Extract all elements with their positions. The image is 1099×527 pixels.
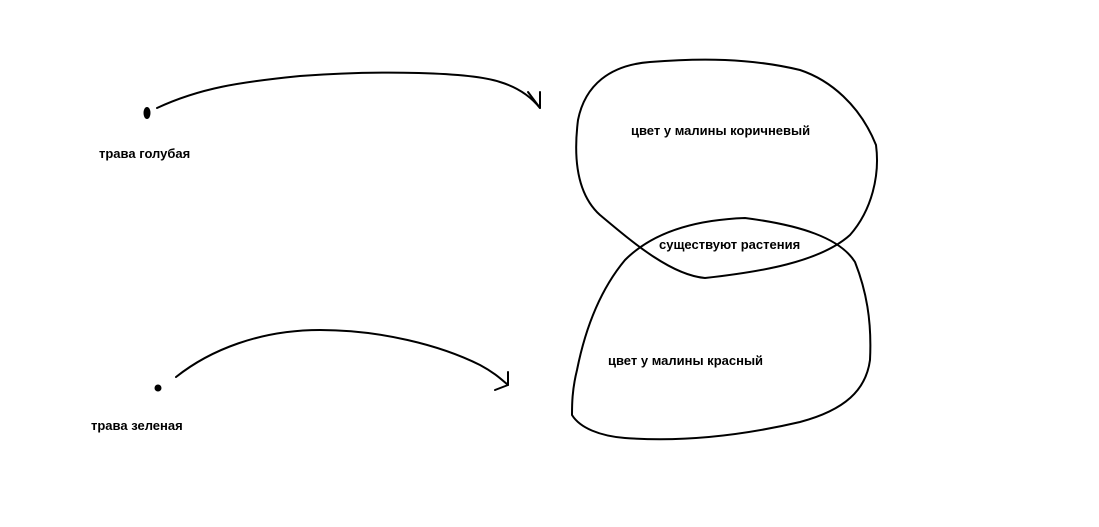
dot-bottom (154, 384, 162, 392)
arrow-top (156, 71, 541, 109)
arrow-top-head (527, 91, 541, 109)
dot-top (143, 107, 151, 119)
label-raspberry-red: цвет у малины красный (608, 353, 764, 368)
label-plants-exist: существуют растения (659, 237, 801, 252)
label-grass-blue: трава голубая (99, 146, 191, 161)
circle-top (575, 58, 878, 279)
arrow-bottom (175, 329, 509, 386)
circle-bottom (571, 217, 872, 441)
label-grass-green: трава зеленая (91, 418, 183, 433)
label-raspberry-brown: цвет у малины коричневый (631, 123, 811, 138)
arrow-bottom-head (494, 371, 509, 391)
